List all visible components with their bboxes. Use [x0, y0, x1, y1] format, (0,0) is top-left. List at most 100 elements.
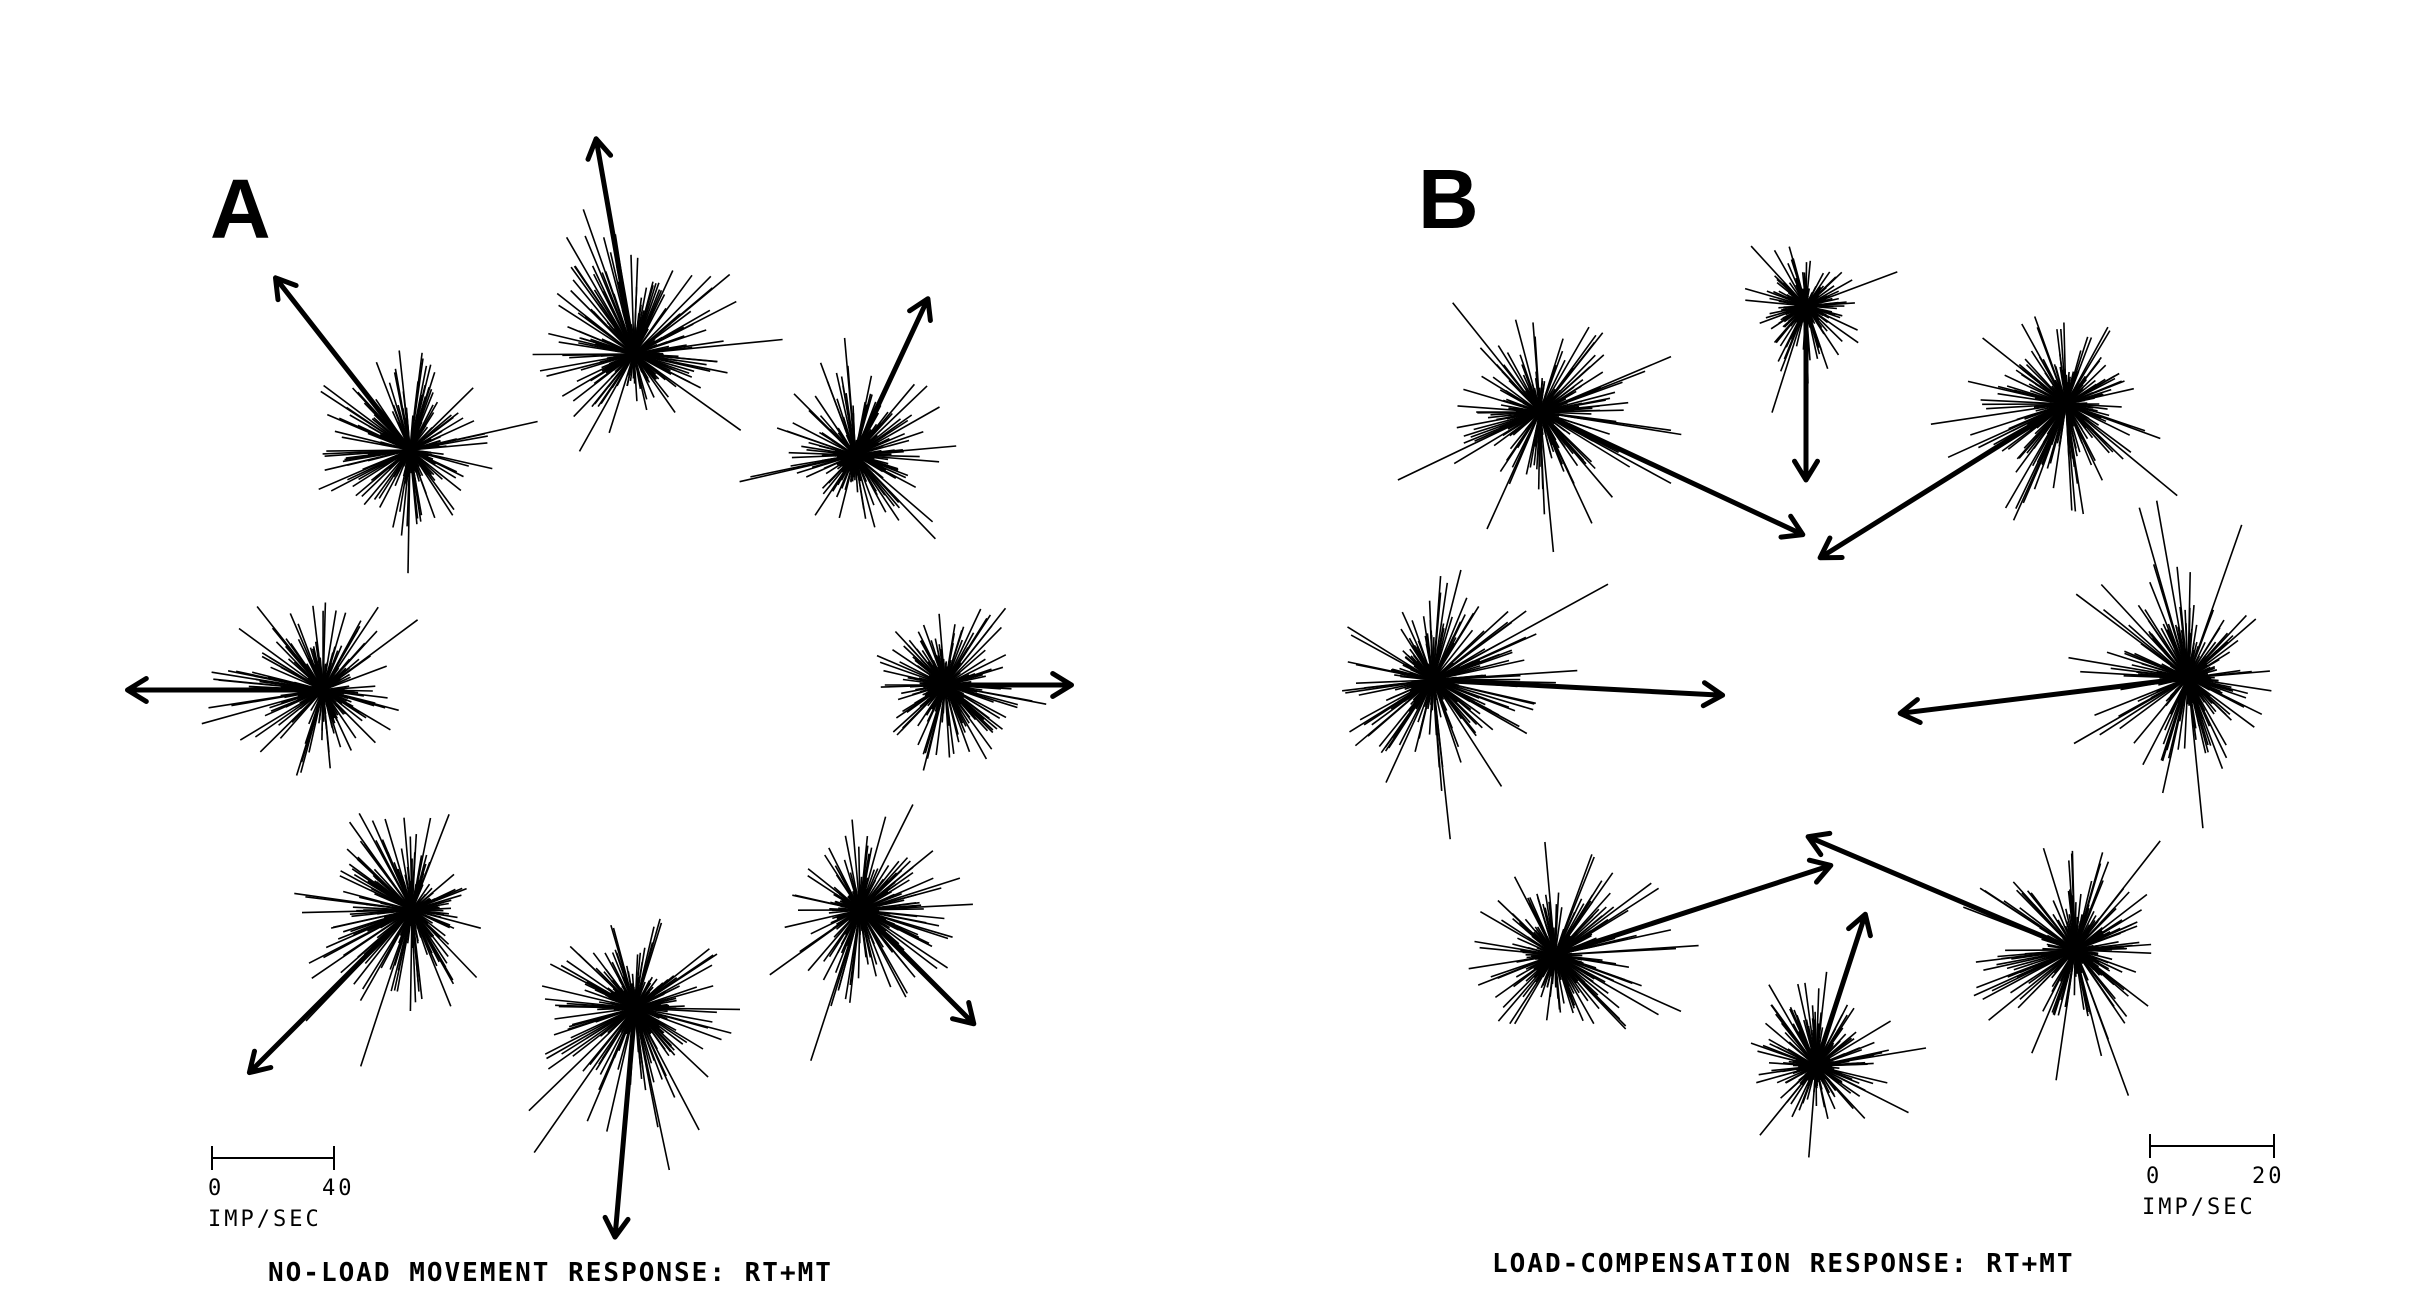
spike-ray: [2055, 949, 2076, 1081]
spike-core-ray: [1554, 936, 1563, 956]
spike-core-ray: [2066, 921, 2076, 951]
spike-core-ray: [2065, 371, 2080, 405]
spike-ray: [1805, 271, 1831, 307]
spike-ray: [2094, 677, 2189, 716]
spike-ray: [1805, 302, 1855, 307]
spike-ray: [593, 289, 635, 355]
spike-core-ray: [831, 439, 856, 456]
spike-core-ray: [1509, 411, 1541, 426]
spike-core-ray: [1789, 305, 1807, 314]
spike-core-ray: [322, 689, 333, 711]
spike-ray: [1807, 1025, 1817, 1067]
spike-ray: [409, 381, 419, 451]
spike-ray: [1432, 648, 1486, 681]
spike-ray: [322, 610, 337, 691]
spike-ray: [1432, 679, 1534, 711]
spike-core-ray: [2170, 677, 2189, 711]
spike-ray: [362, 909, 413, 990]
cluster-group-a: [125, 136, 1074, 1240]
spike-ray: [1432, 679, 1503, 787]
spike-ray: [411, 834, 418, 911]
spike-ray: [1354, 679, 1434, 747]
spike-core-ray: [599, 353, 635, 363]
spike-ray: [608, 353, 635, 434]
spike-core-ray: [832, 454, 856, 466]
spike-ray: [2138, 507, 2189, 679]
spike-core-ray: [2172, 649, 2189, 679]
spike-ray: [409, 449, 443, 480]
spike-ray: [2128, 624, 2189, 679]
spike-core-ray: [1536, 943, 1556, 956]
spike-ray: [1750, 245, 1807, 307]
spike-ray: [1428, 600, 1434, 681]
spike-ray: [1554, 947, 1677, 956]
spike-core-ray: [322, 689, 337, 704]
spike-core-ray: [1521, 404, 1541, 413]
spike-core-ray: [322, 688, 343, 691]
spike-cluster-b-left: [1342, 569, 1726, 840]
scale-bar-a-max: 40: [322, 1176, 355, 1201]
spike-core-ray: [1534, 929, 1556, 956]
spike-core-ray: [2071, 949, 2076, 969]
spike-ray: [533, 1007, 636, 1154]
spike-core-ray: [2074, 919, 2096, 951]
spike-core-ray: [633, 336, 663, 355]
spike-core-ray: [944, 668, 951, 686]
spike-ray: [411, 909, 417, 1003]
spike-cluster-a-up-left: [273, 275, 538, 574]
spike-core-ray: [843, 909, 861, 918]
spike-core-ray: [411, 906, 440, 911]
spike-core-ray: [933, 684, 946, 711]
spike-core-ray: [381, 449, 411, 455]
spike-ray: [633, 353, 702, 389]
spike-ray: [944, 608, 982, 686]
spike-ray: [1477, 954, 1556, 986]
spike-core-ray: [854, 892, 861, 911]
spike-core-ray: [1403, 679, 1434, 703]
spike-ray: [633, 353, 693, 378]
population-vector-arrow: [1897, 675, 2191, 725]
spike-ray: [1402, 650, 1434, 681]
spike-ray: [411, 909, 452, 1007]
spike-core-ray: [322, 674, 338, 691]
spike-ray: [2119, 677, 2189, 730]
spike-ray: [1554, 954, 1606, 983]
spike-ray: [1516, 411, 1541, 449]
spike-core-ray: [411, 887, 433, 911]
spike-ray: [859, 879, 910, 911]
spike-core-ray: [848, 909, 861, 922]
spike-core-ray: [927, 661, 946, 686]
spike-ray: [322, 689, 367, 719]
spike-core-ray: [1539, 382, 1546, 413]
spike-ray: [1539, 411, 1672, 432]
spike-ray: [2006, 385, 2067, 405]
spike-ray: [1432, 569, 1462, 681]
spike-ray: [944, 626, 1002, 686]
spike-ray: [409, 909, 413, 1012]
spike-core-ray: [854, 454, 863, 472]
spike-ray: [411, 861, 431, 911]
spike-ray: [807, 868, 861, 911]
spike-ray: [851, 819, 861, 911]
spike-ray: [363, 843, 413, 911]
spike-core-ray: [314, 689, 324, 721]
spike-ray: [633, 275, 712, 355]
spike-ray: [1432, 659, 1510, 681]
spike-ray: [944, 624, 956, 686]
spike-ray: [1432, 623, 1445, 681]
spike-ray: [353, 909, 413, 936]
population-vector-arrow: [1817, 401, 2069, 561]
spike-cluster-b-up: [1744, 245, 1898, 483]
spike-ray: [2187, 641, 2229, 679]
spike-ray: [944, 658, 986, 686]
population-vector-arrow: [602, 1005, 638, 1240]
spike-ray: [1808, 1065, 1817, 1158]
scale-bar-b-max: 20: [2252, 1164, 2285, 1189]
spike-core-ray: [2187, 677, 2194, 704]
spike-ray: [592, 273, 635, 355]
spike-ray: [411, 909, 423, 1000]
spike-ray: [859, 850, 934, 911]
spike-core-ray: [841, 454, 856, 473]
spike-core-ray: [613, 1007, 636, 1011]
spike-ray: [380, 909, 413, 969]
